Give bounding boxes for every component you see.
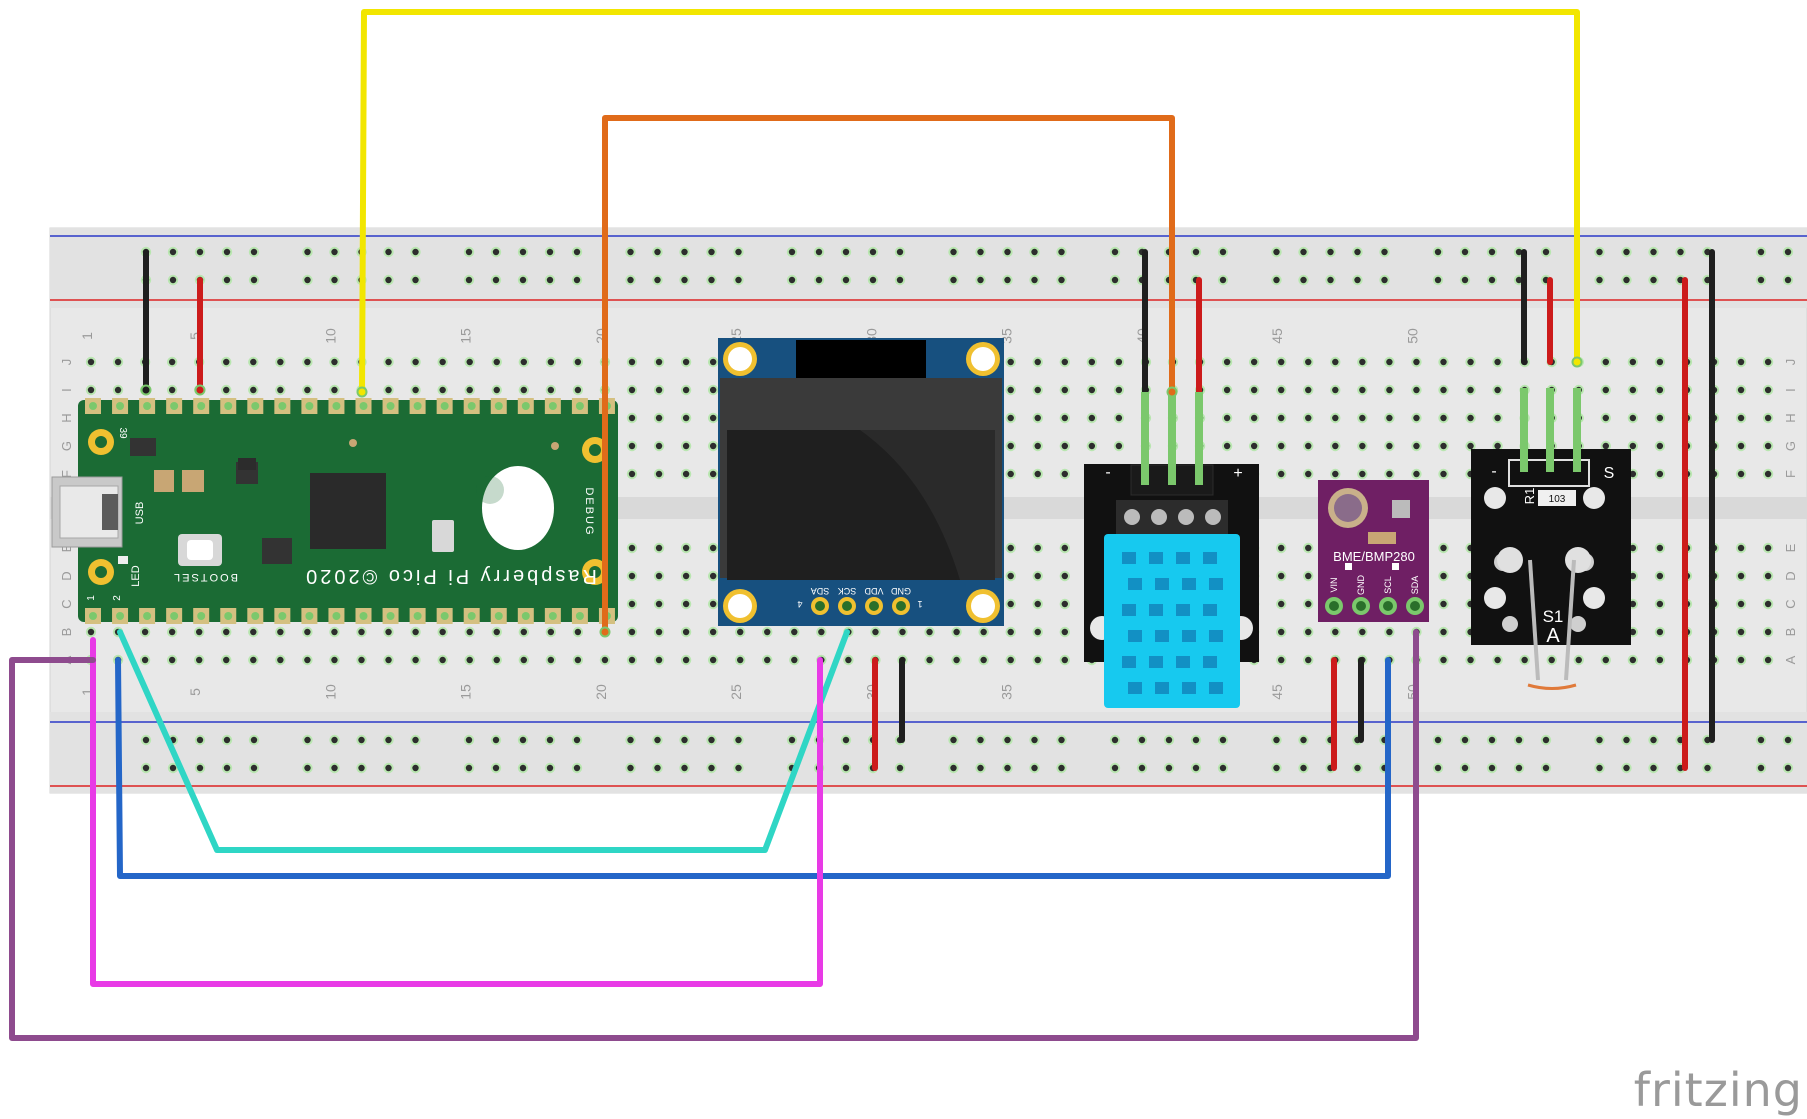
dht-minus-label: - (1105, 464, 1110, 481)
column-number-label: 50 (1404, 328, 1420, 344)
ldr-s-label: S (1604, 465, 1615, 482)
column-number-label: 5 (187, 332, 203, 340)
column-number-label: 25 (728, 684, 744, 700)
raspberry-logo-icon (476, 466, 554, 550)
wire-endpoints (140, 356, 1583, 638)
pico-debug-label: DEBUG (583, 487, 595, 536)
fritzing-watermark: fritzing (1633, 1063, 1803, 1117)
column-number-label: 1 (79, 332, 95, 340)
orange-wire-dht-data (602, 115, 1175, 635)
purple-wire-bme-sda (9, 629, 1419, 1041)
row-letter-label: E (1783, 543, 1798, 552)
row-letter-label: C (59, 599, 74, 608)
row-letter-label: I (59, 388, 74, 392)
column-number-label: 45 (1269, 684, 1285, 700)
pico-pin-2-label: 2 (112, 595, 123, 601)
row-letter-label: B (1783, 628, 1798, 637)
cyan-wire-oled-sck (117, 629, 850, 853)
row-letter-label: F (1783, 470, 1798, 478)
row-letter-label: I (1783, 388, 1798, 392)
column-number-label: 45 (1269, 328, 1285, 344)
signal-wires (9, 9, 1580, 1041)
pico-pin-1-label: 1 (86, 595, 97, 601)
oled-pin-sck-label: SCK (838, 586, 857, 596)
row-letter-label: B (59, 628, 74, 637)
oled-display-module: SDA SCK VDD GND 4 1 (718, 338, 1004, 626)
bme-pin-scl-label: SCL (1383, 576, 1393, 594)
row-letter-label: F (59, 470, 74, 478)
row-letter-label: C (1783, 599, 1798, 608)
column-number-label: 35 (999, 684, 1015, 700)
bme280-sensor-module: BME/BMP280 VIN GND SCL SDA (1318, 480, 1429, 622)
module-header-pins (1141, 388, 1581, 485)
row-letter-label: A (1783, 655, 1798, 664)
pico-bootsel-label: BOOTSEL (172, 571, 238, 583)
column-number-label: 15 (458, 328, 474, 344)
oled-pin-gnd-label: GND (891, 586, 912, 596)
pico-usb-label: USB (134, 502, 146, 525)
row-letter-label: H (1783, 413, 1798, 422)
row-letter-label: H (59, 413, 74, 422)
row-letter-label: D (1783, 571, 1798, 580)
oled-pin-1-label: 1 (917, 599, 922, 609)
raspberry-pi-pico: Raspberry Pi Pico ©2020 USB DEBUG BOOTSE… (51, 398, 618, 624)
ldr-r1-label: R1 (1522, 488, 1537, 505)
column-number-label: 10 (322, 684, 338, 700)
bme-pin-sda-label: SDA (1410, 576, 1420, 595)
yellow-wire-ldr-signal (359, 9, 1580, 395)
bme-name-label: BME/BMP280 (1333, 549, 1415, 564)
pico-board-label: Raspberry Pi Pico ©2020 (303, 565, 597, 587)
ldr-sensor-module: 103 R1 - S S1 A (1471, 449, 1631, 690)
ldr-res-code-label: 103 (1549, 494, 1566, 505)
magenta-wire-oled-sda (90, 637, 823, 987)
pico-pin-39-label: 39 (117, 427, 128, 439)
row-letter-label: J (59, 359, 74, 366)
oled-pin-vdd-label: VDD (864, 586, 884, 596)
oled-pin-sda-label: SDA (811, 586, 830, 596)
ldr-s1-label: S1 (1543, 607, 1564, 626)
ldr-minus-label: - (1491, 463, 1496, 480)
row-letter-label: G (1783, 441, 1798, 451)
column-number-label: 5 (187, 688, 203, 696)
row-letter-label: E (59, 543, 74, 552)
column-number-label: 1 (79, 688, 95, 696)
dht-sensor-module: - + (1084, 464, 1259, 708)
bme-pin-vin-label: VIN (1329, 577, 1339, 592)
column-number-label: 15 (458, 684, 474, 700)
oled-pin-4-label: 4 (797, 599, 802, 609)
dht-plus-label: + (1233, 465, 1242, 482)
blue-wire-bme-scl (115, 657, 1391, 879)
column-number-label: 20 (593, 684, 609, 700)
row-letter-label: D (59, 571, 74, 580)
bme-pin-gnd-label: GND (1356, 575, 1366, 596)
row-letters: A A B B C C D D E E F F G G H H I I J J (59, 359, 1798, 665)
column-number-label: 10 (322, 328, 338, 344)
row-letter-label: G (59, 441, 74, 451)
power-jumpers (143, 249, 1715, 771)
row-letter-label: J (1783, 359, 1798, 366)
pico-led-label: LED (130, 565, 142, 586)
ldr-a-label: A (1546, 625, 1560, 647)
